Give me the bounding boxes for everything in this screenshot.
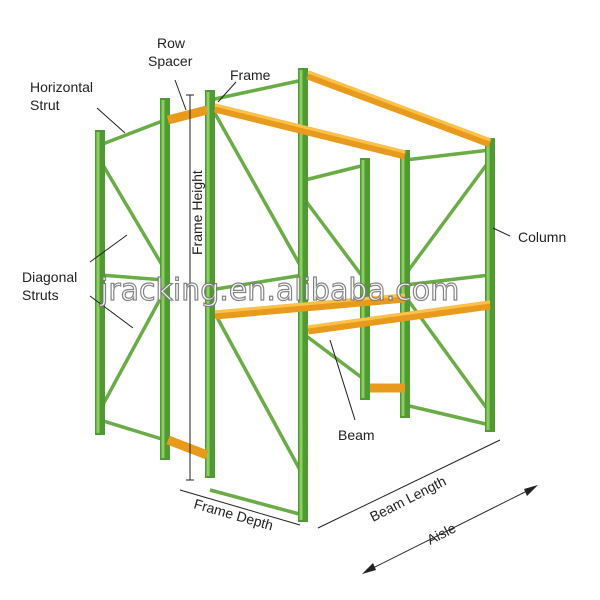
row-spacers	[166, 105, 209, 460]
label-column: Column	[518, 229, 566, 245]
label-row-spacer-2: Spacer	[148, 53, 193, 69]
beams	[213, 70, 492, 393]
label-diagonal-struts-1: Diagonal	[22, 269, 77, 285]
label-horizontal-strut-1: Horizontal	[30, 79, 93, 95]
label-aisle: Aisle	[424, 520, 458, 548]
label-row-spacer-1: Row	[157, 35, 186, 51]
columns	[95, 68, 495, 522]
left-frame-braces	[98, 118, 167, 442]
front-frame-braces	[209, 78, 304, 517]
label-frame-height: Frame Height	[189, 170, 205, 255]
label-horizontal-strut-2: Strut	[30, 97, 60, 113]
label-diagonal-struts-2: Struts	[22, 287, 59, 303]
label-frame: Frame	[230, 67, 271, 83]
annotation-lines	[89, 79, 538, 574]
label-beam: Beam	[338, 427, 375, 443]
label-frame-depth: Frame Depth	[192, 496, 275, 534]
watermark: jracking.en.alibaba.com	[99, 273, 459, 308]
